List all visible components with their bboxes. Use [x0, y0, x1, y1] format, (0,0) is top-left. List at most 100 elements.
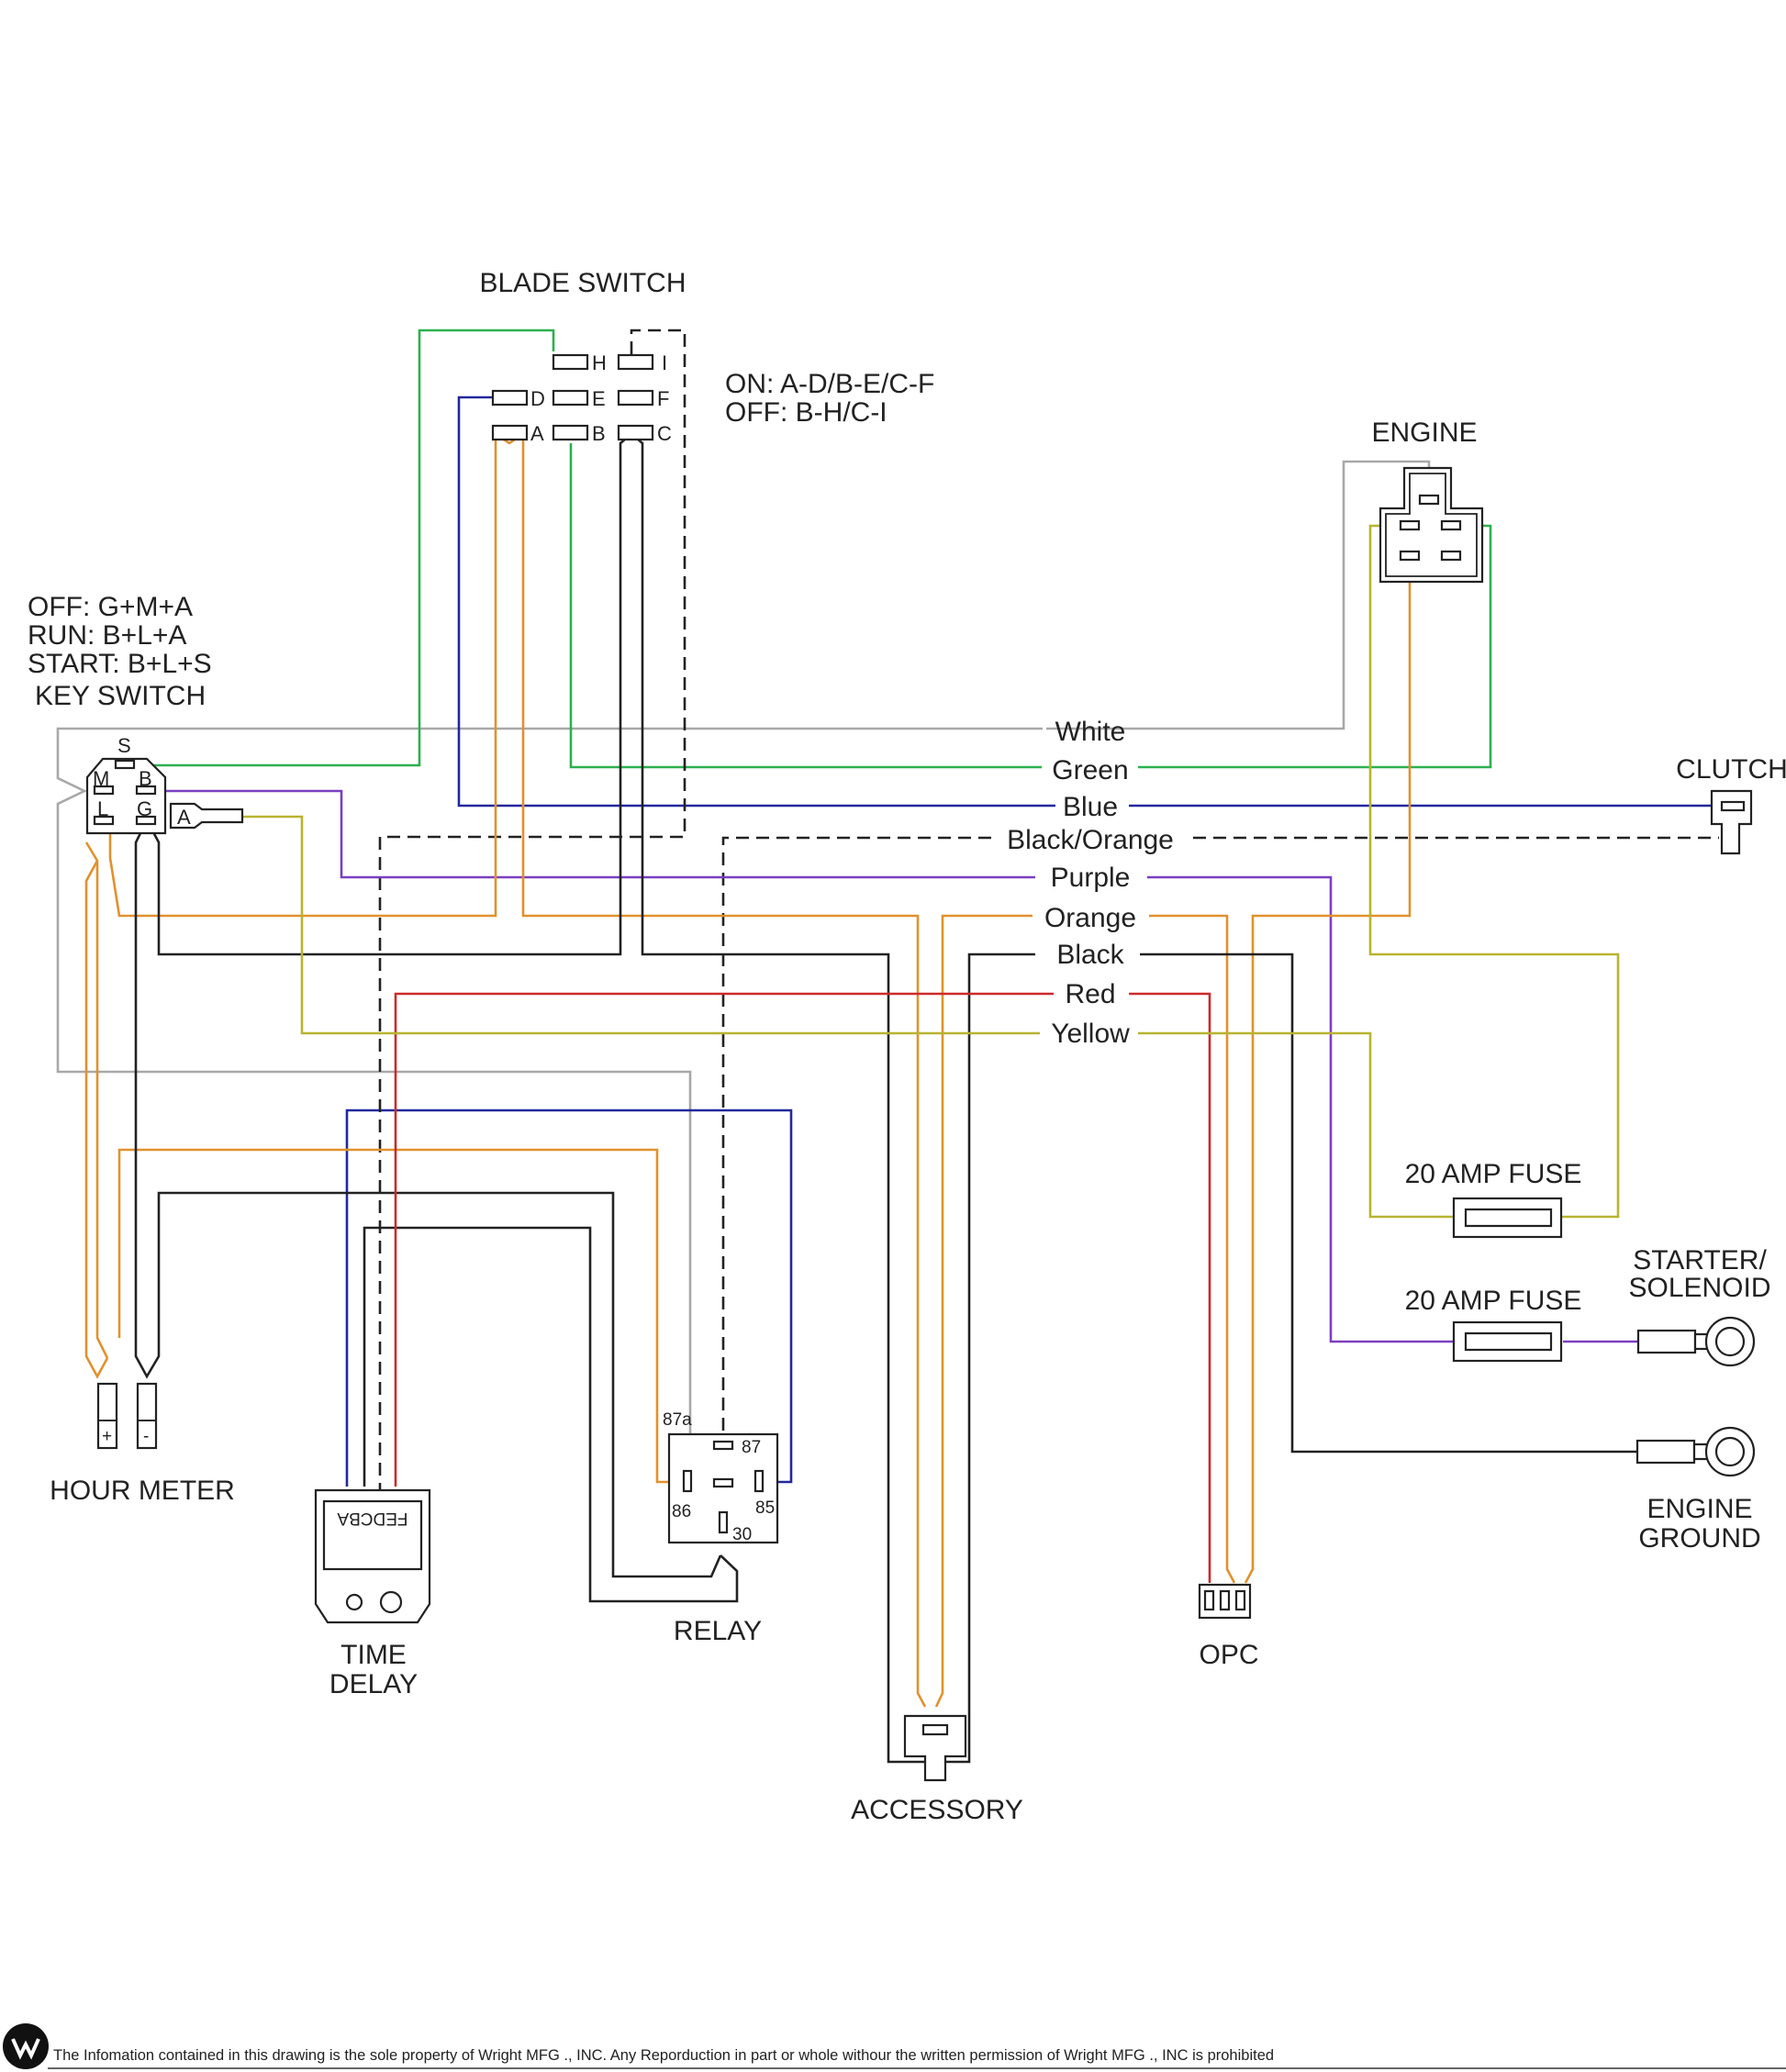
engine-pin-3 [1399, 550, 1421, 562]
time-delay-pin-block [322, 1499, 423, 1571]
relay-label-86: 86 [672, 1502, 691, 1521]
hour-meter-title: HOUR METER [50, 1476, 235, 1506]
blue-wire-d [457, 395, 1055, 808]
blade-switch-jumper [378, 329, 686, 1489]
hour-meter-minus-terminal [136, 1382, 158, 1450]
key-pin-label-a: A [177, 806, 191, 829]
purple-wire-fuse [1147, 875, 1453, 1343]
engine-housing [1379, 466, 1484, 584]
opc-pin-1 [1203, 1589, 1215, 1611]
blade-pin-label-d: D [530, 387, 545, 410]
orange-wire-hour-meter [84, 841, 109, 1359]
footer: The Infomation contained in this drawing… [3, 2023, 1786, 2069]
key-pin-label-m: M [93, 767, 109, 790]
clutch-title: CLUTCH [1676, 754, 1786, 785]
yellow-wire-fuse [1138, 1031, 1454, 1219]
wire-labels: White Green Blue Black/Orange Purple Ora… [1007, 717, 1174, 1049]
wire-label-purple: Purple [1051, 863, 1131, 893]
blade-pin-label-f: F [657, 387, 669, 410]
blade-pin-e [552, 389, 589, 407]
yellow-wire-engine [1368, 524, 1620, 1219]
black-wire-hour-meter [134, 819, 722, 1578]
blade-pin-label-i: I [662, 351, 667, 374]
relay-pin-86 [682, 1469, 693, 1493]
clutch-connector: CLUTCH [1676, 754, 1786, 855]
key-pin-s [114, 759, 136, 770]
key-pin-label-l: L [97, 797, 108, 820]
key-switch-body [85, 757, 167, 835]
blade-pin-f [617, 389, 654, 407]
starter-ring-hole [1714, 1326, 1746, 1357]
key-pin-label-g: G [137, 797, 152, 820]
orange-wire-engine-2 [1244, 540, 1412, 1584]
clutch-housing [1710, 789, 1753, 855]
time-delay-led-2 [379, 1590, 403, 1614]
black-wire-engine [1140, 952, 1637, 1454]
white-wire-left [56, 727, 1043, 1485]
key-start-text: START: B+L+S [28, 649, 212, 679]
starter-title-2: SOLENOID [1628, 1273, 1770, 1303]
relay-pin-30 [718, 1510, 729, 1534]
hour-meter: + - HOUR METER [50, 1382, 235, 1506]
time-delay-title-2: DELAY [329, 1669, 418, 1699]
wire-label-black-orange: Black/Orange [1007, 825, 1174, 855]
orange-wire-acc [934, 914, 1033, 1708]
blade-off-text: OFF: B-H/C-I [725, 397, 887, 428]
starter-solenoid-terminal: STARTER/ SOLENOID [1628, 1245, 1771, 1367]
fuse-1-element [1464, 1208, 1553, 1228]
opc-title: OPC [1199, 1640, 1258, 1670]
engine-ground-title-1: ENGINE [1646, 1494, 1752, 1524]
blade-pin-label-b: B [592, 422, 606, 445]
key-switch: OFF: G+M+A RUN: B+L+A START: B+L+S KEY S… [28, 592, 244, 835]
ground-terminal-barrel [1635, 1439, 1696, 1465]
blade-pin-a [491, 424, 529, 441]
wire-label-white: White [1055, 717, 1126, 747]
fuse-purple: 20 AMP FUSE [1405, 1286, 1581, 1363]
purple-wire [110, 789, 1035, 879]
key-pin-b [135, 785, 157, 796]
key-pin-label-s: S [117, 734, 131, 757]
time-delay: FEDCBA TIME DELAY [314, 1488, 431, 1699]
blue-wire-relay [345, 1108, 793, 1487]
wire-label-red: Red [1065, 979, 1115, 1009]
wire-label-orange: Orange [1044, 903, 1136, 933]
blade-pin-i [617, 353, 654, 371]
orange-wire-hour-meter-2 [84, 860, 109, 1379]
key-run-text: RUN: B+L+A [28, 620, 186, 651]
relay: 87a 87 86 85 30 RELAY [663, 1410, 779, 1646]
accessory-connector: ACCESSORY [851, 1714, 1023, 1825]
engine-pin-4 [1440, 550, 1462, 562]
orange-wire-relay [117, 1148, 684, 1484]
engine-pin-1 [1399, 519, 1421, 531]
key-pin-m [93, 785, 115, 796]
blade-switch: BLADE SWITCH H I D E F A B C ON: A-D/B-E… [479, 268, 934, 445]
opc-pin-2 [1219, 1589, 1231, 1611]
starter-terminal-barrel [1636, 1329, 1697, 1354]
hour-meter-minus-label: - [143, 1427, 149, 1446]
engine-ground-title-2: GROUND [1638, 1523, 1760, 1554]
accessory-housing [903, 1714, 967, 1782]
relay-pin-87 [712, 1440, 734, 1451]
starter-title-1: STARTER/ [1633, 1245, 1767, 1276]
hour-meter-plus-terminal [96, 1382, 118, 1450]
hour-meter-plus-label: + [102, 1427, 112, 1446]
clutch-pin [1720, 800, 1746, 812]
blade-pin-b [552, 424, 589, 441]
key-pin-l [93, 815, 115, 826]
yellow-wire [242, 815, 1040, 1035]
orange-wire-key-a [108, 431, 927, 1708]
ground-ring-hole [1714, 1436, 1746, 1467]
accessory-title: ACCESSORY [851, 1795, 1023, 1825]
relay-label-87a: 87a [663, 1410, 692, 1430]
blade-pin-h [552, 353, 589, 371]
relay-pin-87a [712, 1477, 734, 1488]
red-wire-opc [1129, 992, 1211, 1583]
blade-pin-label-c: C [657, 422, 672, 445]
blade-pin-label-h: H [592, 351, 607, 374]
wire-label-blue: Blue [1063, 792, 1118, 822]
fuse-yellow: 20 AMP FUSE [1405, 1159, 1581, 1239]
accessory-pin [921, 1723, 949, 1736]
engine-pin-top [1418, 494, 1440, 506]
time-delay-pins-label: FEDCBA [337, 1509, 407, 1528]
